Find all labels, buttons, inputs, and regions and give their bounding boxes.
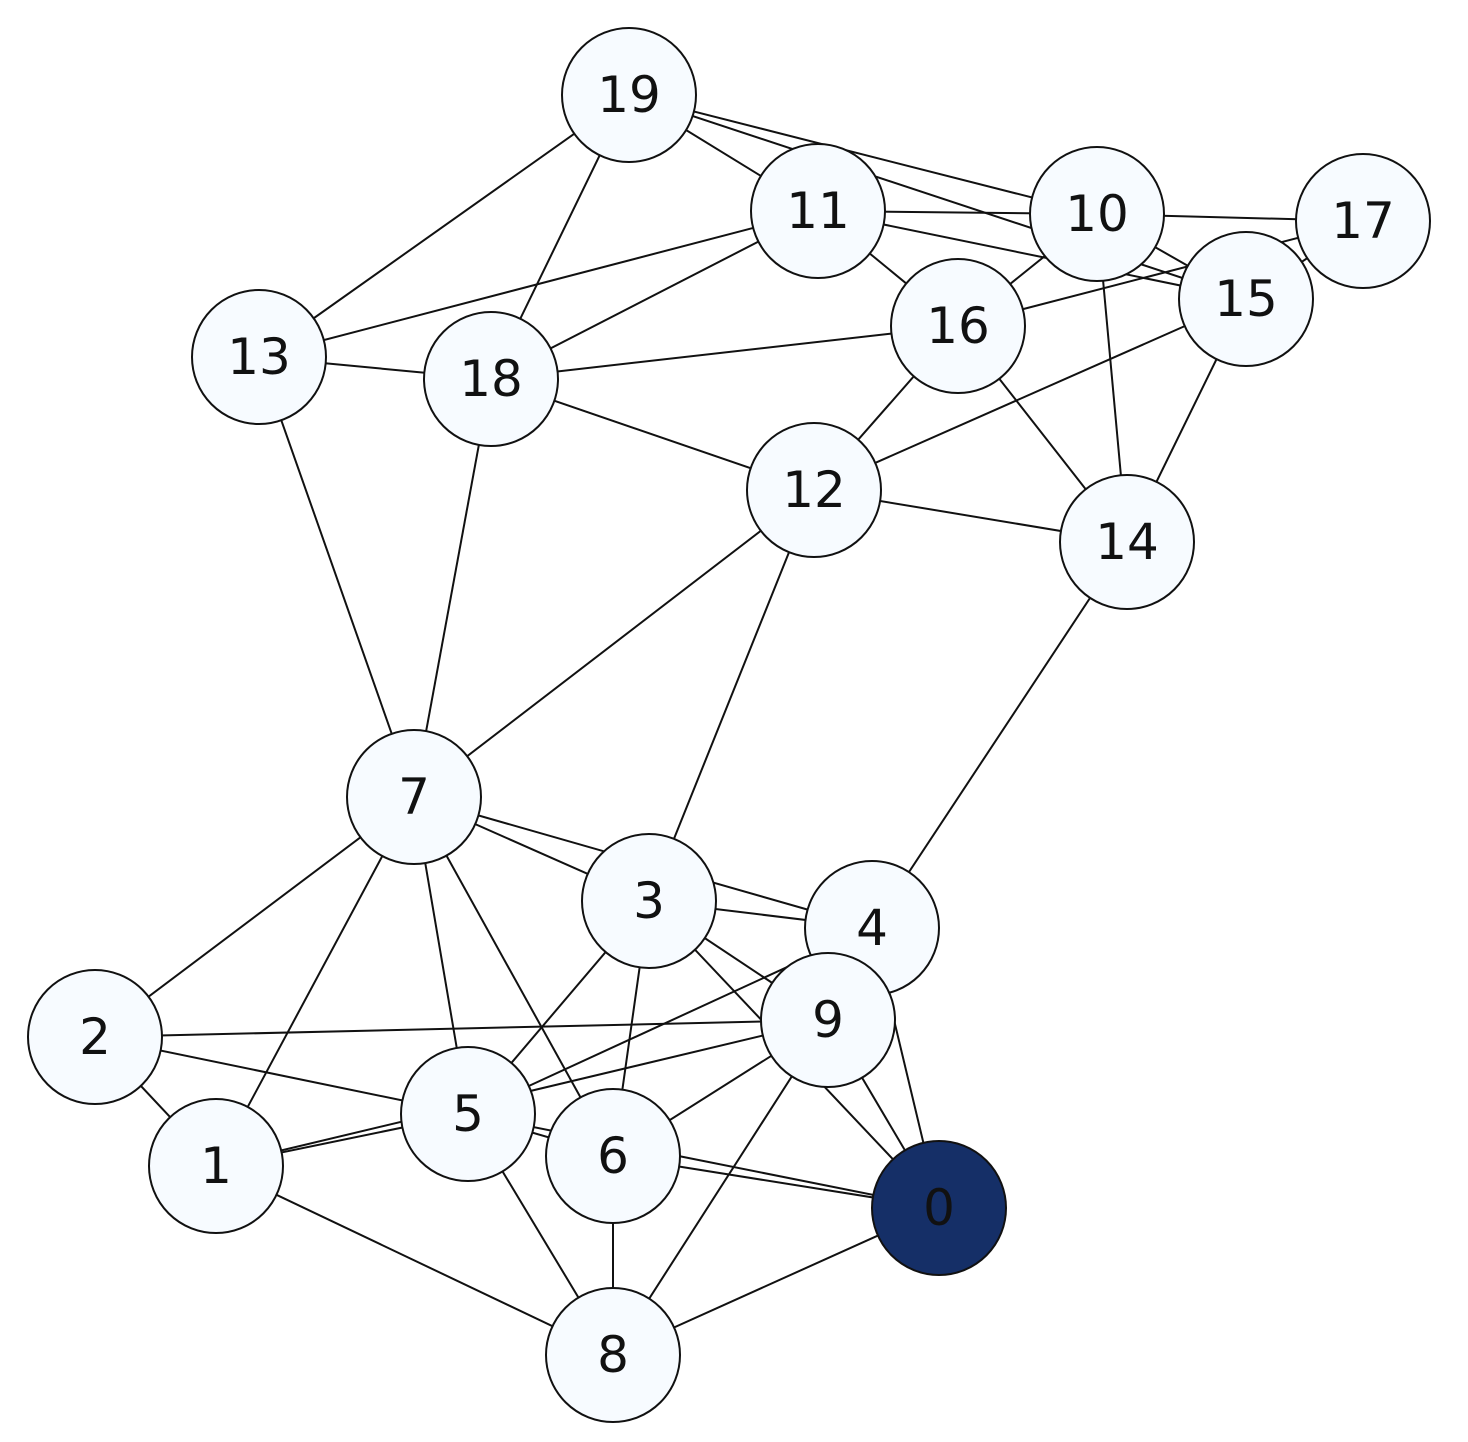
node-circle-8[interactable] (545, 1287, 681, 1423)
node-label-3: 3 (633, 872, 665, 930)
edge-11-13 (258, 210, 819, 358)
node-label-14: 14 (1095, 513, 1159, 571)
node-circle-15[interactable] (1178, 231, 1314, 367)
node-label-8: 8 (597, 1326, 629, 1384)
node-label-2: 2 (79, 1008, 111, 1066)
node-13[interactable]: 13 (191, 289, 327, 425)
node-3[interactable]: 3 (581, 833, 717, 969)
node-17[interactable]: 17 (1295, 153, 1431, 289)
node-label-12: 12 (782, 461, 846, 519)
edge-5-0 (467, 1113, 940, 1209)
node-circle-6[interactable] (545, 1088, 681, 1224)
node-label-11: 11 (786, 182, 850, 240)
node-15[interactable]: 15 (1178, 231, 1314, 367)
node-14[interactable]: 14 (1059, 474, 1195, 610)
node-circle-18[interactable] (423, 311, 559, 447)
node-circle-17[interactable] (1295, 153, 1431, 289)
node-circle-12[interactable] (746, 422, 882, 558)
node-16[interactable]: 16 (890, 258, 1026, 394)
edge-12-3 (648, 489, 815, 902)
node-circle-5[interactable] (400, 1046, 536, 1182)
node-label-18: 18 (459, 350, 523, 408)
node-label-9: 9 (812, 991, 844, 1049)
node-5[interactable]: 5 (400, 1046, 536, 1182)
node-label-15: 15 (1214, 270, 1278, 328)
edge-7-6 (413, 796, 614, 1157)
edge-16-18 (490, 325, 959, 380)
node-circle-19[interactable] (561, 27, 697, 163)
node-circle-9[interactable] (760, 952, 896, 1088)
node-circle-16[interactable] (890, 258, 1026, 394)
node-18[interactable]: 18 (423, 311, 559, 447)
node-circle-13[interactable] (191, 289, 327, 425)
node-9[interactable]: 9 (760, 952, 896, 1088)
node-circle-7[interactable] (346, 729, 482, 865)
edge-18-7 (413, 378, 492, 798)
node-12[interactable]: 12 (746, 422, 882, 558)
node-label-10: 10 (1065, 185, 1129, 243)
node-label-0: 0 (923, 1179, 955, 1237)
node-label-13: 13 (227, 328, 291, 386)
node-circle-10[interactable] (1029, 146, 1165, 282)
node-label-6: 6 (597, 1127, 629, 1185)
edge-11-15 (817, 210, 1247, 300)
node-label-16: 16 (926, 297, 990, 355)
node-6[interactable]: 6 (545, 1088, 681, 1224)
node-circle-11[interactable] (750, 143, 886, 279)
node-19[interactable]: 19 (561, 27, 697, 163)
node-11[interactable]: 11 (750, 143, 886, 279)
edge-17-16 (957, 220, 1364, 327)
node-label-17: 17 (1331, 192, 1395, 250)
node-8[interactable]: 8 (545, 1287, 681, 1423)
edge-19-10 (628, 94, 1098, 215)
node-label-7: 7 (398, 768, 430, 826)
node-label-19: 19 (597, 66, 661, 124)
edge-7-1 (215, 796, 415, 1167)
edge-15-12 (813, 298, 1247, 491)
edge-12-7 (413, 489, 815, 798)
node-2[interactable]: 2 (27, 969, 163, 1105)
node-label-1: 1 (200, 1137, 232, 1195)
node-10[interactable]: 10 (1029, 146, 1165, 282)
node-1[interactable]: 1 (148, 1098, 284, 1234)
edge-9-2 (94, 1019, 829, 1038)
node-0[interactable]: 0 (871, 1140, 1007, 1276)
node-circle-2[interactable] (27, 969, 163, 1105)
node-label-5: 5 (452, 1085, 484, 1143)
node-circle-14[interactable] (1059, 474, 1195, 610)
node-circle-1[interactable] (148, 1098, 284, 1234)
edge-19-15 (628, 94, 1247, 300)
node-circle-0[interactable] (871, 1140, 1007, 1276)
node-7[interactable]: 7 (346, 729, 482, 865)
edge-13-7 (258, 356, 415, 798)
node-label-4: 4 (856, 899, 888, 957)
edge-19-13 (258, 94, 630, 358)
edge-1-8 (215, 1165, 614, 1356)
node-circle-3[interactable] (581, 833, 717, 969)
edges-layer (94, 94, 1364, 1356)
edge-14-4 (871, 541, 1128, 929)
